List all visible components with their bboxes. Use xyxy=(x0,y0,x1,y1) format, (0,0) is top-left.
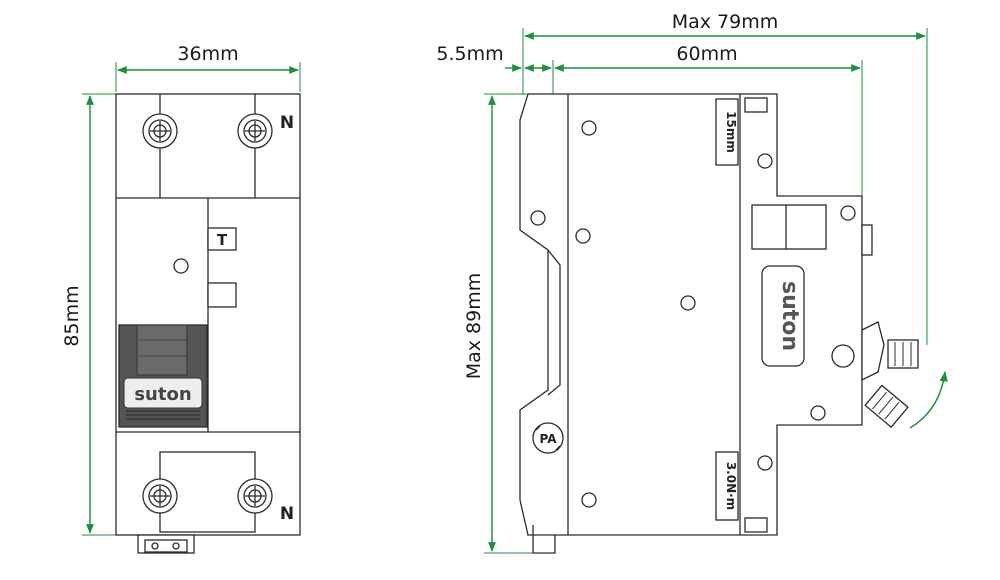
test-button xyxy=(207,227,237,251)
din-rail-clip xyxy=(137,534,195,554)
bottom-terminal-screw-left xyxy=(142,478,178,514)
torque-label: 3.0N·m xyxy=(724,462,738,510)
front-width-dimension: 36mm xyxy=(115,43,301,92)
test-button-label: T xyxy=(217,231,228,249)
side-toggle-lever-off xyxy=(864,384,909,429)
recycling-mark: PA xyxy=(532,422,564,454)
strip-length-plate xyxy=(715,98,739,166)
front-height-dimension: 85mm xyxy=(61,93,116,536)
side-offset-label: 5.5mm xyxy=(436,43,503,65)
side-window xyxy=(751,204,827,250)
side-max-height-label: Max 89mm xyxy=(463,273,485,380)
front-width-label: 36mm xyxy=(177,43,238,65)
lever-pivot xyxy=(831,344,855,368)
indicator-lamp xyxy=(173,258,189,274)
side-housing xyxy=(519,93,863,536)
neutral-label-bottom: N xyxy=(280,504,294,524)
side-body-width-label: 60mm xyxy=(676,43,737,65)
material-mark-label: PA xyxy=(540,432,558,446)
side-view: Max 79mm 5.5mm 60mm Max 89mm xyxy=(436,11,948,554)
side-max-width-label: Max 79mm xyxy=(672,11,779,33)
rotation-arrow xyxy=(909,370,948,429)
front-view: 36mm 85mm N xyxy=(61,43,301,554)
brand-logo-side: suton xyxy=(777,281,802,351)
trip-indicator-window xyxy=(207,282,237,308)
bottom-terminal-screw-right xyxy=(237,478,273,514)
side-max-height-dimension: Max 89mm xyxy=(463,93,535,554)
side-max-width-dimension: Max 79mm xyxy=(522,11,928,345)
brand-plate-side xyxy=(761,265,805,367)
latch-hole xyxy=(530,210,546,226)
neutral-label-top: N xyxy=(280,113,294,133)
torque-plate xyxy=(715,451,739,521)
front-height-label: 85mm xyxy=(61,285,83,346)
side-body-width-dimension: 60mm xyxy=(554,43,863,200)
brand-logo-front: suton xyxy=(134,384,191,405)
top-terminal-screw-left xyxy=(142,113,178,149)
strip-length-label: 15mm xyxy=(724,111,738,153)
top-terminal-screw-right xyxy=(237,113,273,149)
toggle-handle: suton xyxy=(118,324,208,428)
side-toggle-lever-on xyxy=(861,321,919,382)
